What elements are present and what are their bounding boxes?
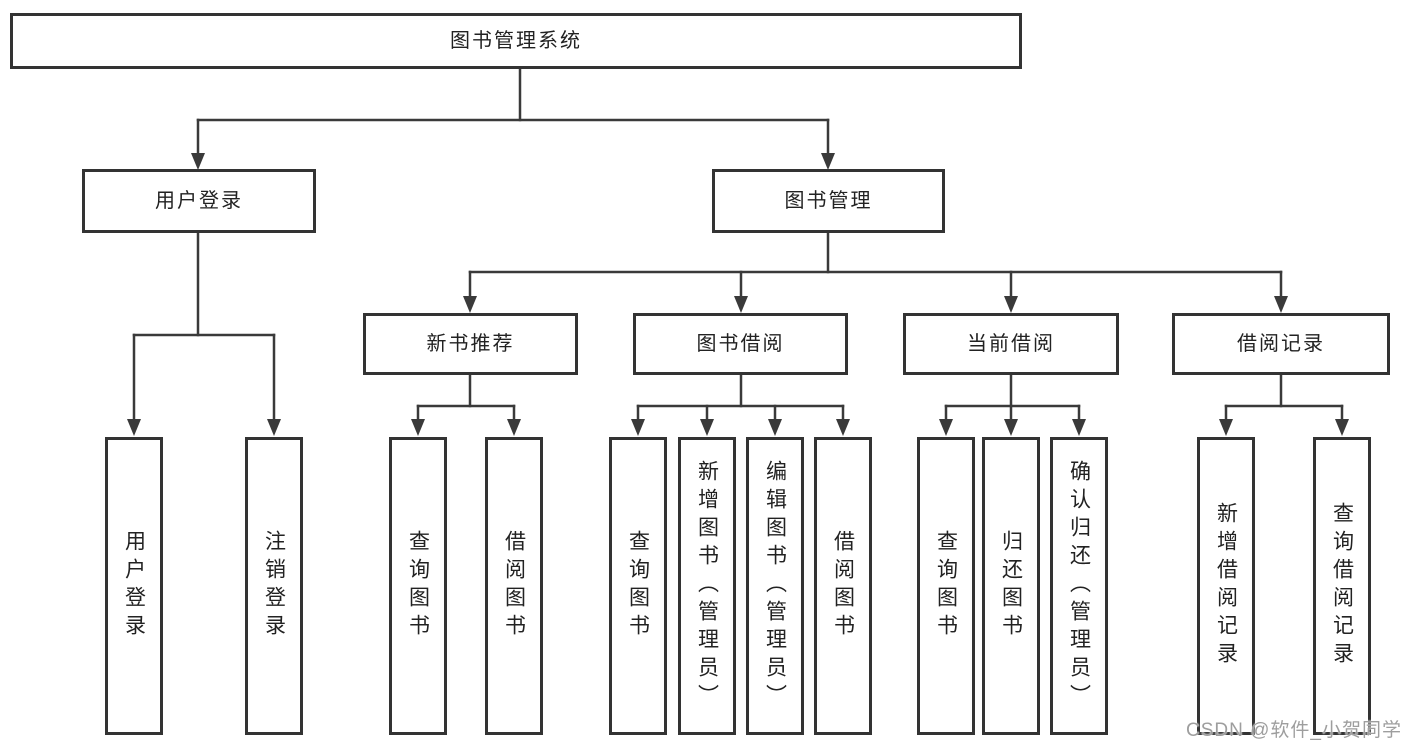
leaf-add-borrow-record: 新增借阅记录 [1197,437,1255,735]
leaf-edit-books-admin: 编辑图书（管理员） [746,437,804,735]
leaf-logout: 注销登录 [245,437,303,735]
node-current-borrow: 当前借阅 [903,313,1119,375]
leaf-query-books-current: 查询图书 [917,437,975,735]
node-label: 图书管理 [784,190,873,212]
leaf-confirm-return-admin: 确认归还（管理员） [1050,437,1108,735]
node-new-book-recommend: 新书推荐 [363,313,578,375]
leaf-label: 注销登录 [262,530,286,642]
leaf-user-login: 用户登录 [105,437,163,735]
leaf-label: 确认归还（管理员） [1067,460,1091,712]
leaf-label: 借阅图书 [831,530,855,642]
node-label: 新书推荐 [426,333,515,355]
node-label: 当前借阅 [967,333,1055,355]
leaf-borrow-books: 借阅图书 [814,437,872,735]
leaf-label: 归还图书 [999,530,1023,642]
leaf-label: 借阅图书 [502,530,526,642]
node-label: 用户登录 [155,190,243,212]
leaf-add-books-admin: 新增图书（管理员） [678,437,736,735]
node-user-login-branch: 用户登录 [82,169,316,233]
leaf-label: 新增图书（管理员） [695,460,719,712]
leaf-query-books-recommend: 查询图书 [389,437,447,735]
leaf-label: 查询借阅记录 [1330,502,1354,670]
node-label: 借阅记录 [1237,333,1325,355]
node-book-management-branch: 图书管理 [712,169,945,233]
leaf-borrow-books-recommend: 借阅图书 [485,437,543,735]
node-book-borrow: 图书借阅 [633,313,848,375]
leaf-query-borrow-record: 查询借阅记录 [1313,437,1371,735]
node-library-management-system: 图书管理系统 [10,13,1022,69]
leaf-label: 查询图书 [406,530,430,642]
leaf-label: 用户登录 [122,530,146,642]
leaf-query-books-borrow: 查询图书 [609,437,667,735]
leaf-return-books: 归还图书 [982,437,1040,735]
arrowheads [127,153,1349,436]
csdn-watermark: CSDN @软件_小贺同学 [1186,720,1402,741]
leaf-label: 新增借阅记录 [1214,502,1238,670]
node-label: 图书借阅 [696,333,785,355]
leaf-label: 查询图书 [934,530,958,642]
leaf-label: 查询图书 [626,530,650,642]
node-label: 图书管理系统 [450,30,582,52]
node-borrow-records: 借阅记录 [1172,313,1390,375]
leaf-label: 编辑图书（管理员） [763,460,787,712]
